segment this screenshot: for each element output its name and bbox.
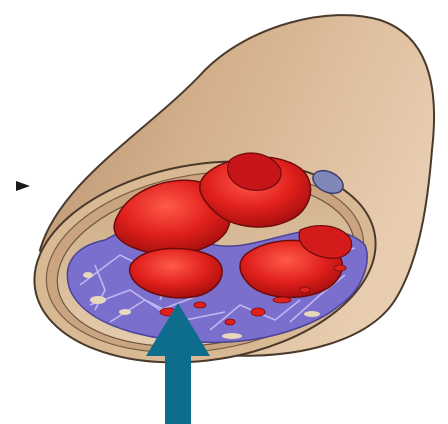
pointer-icon	[16, 181, 30, 191]
